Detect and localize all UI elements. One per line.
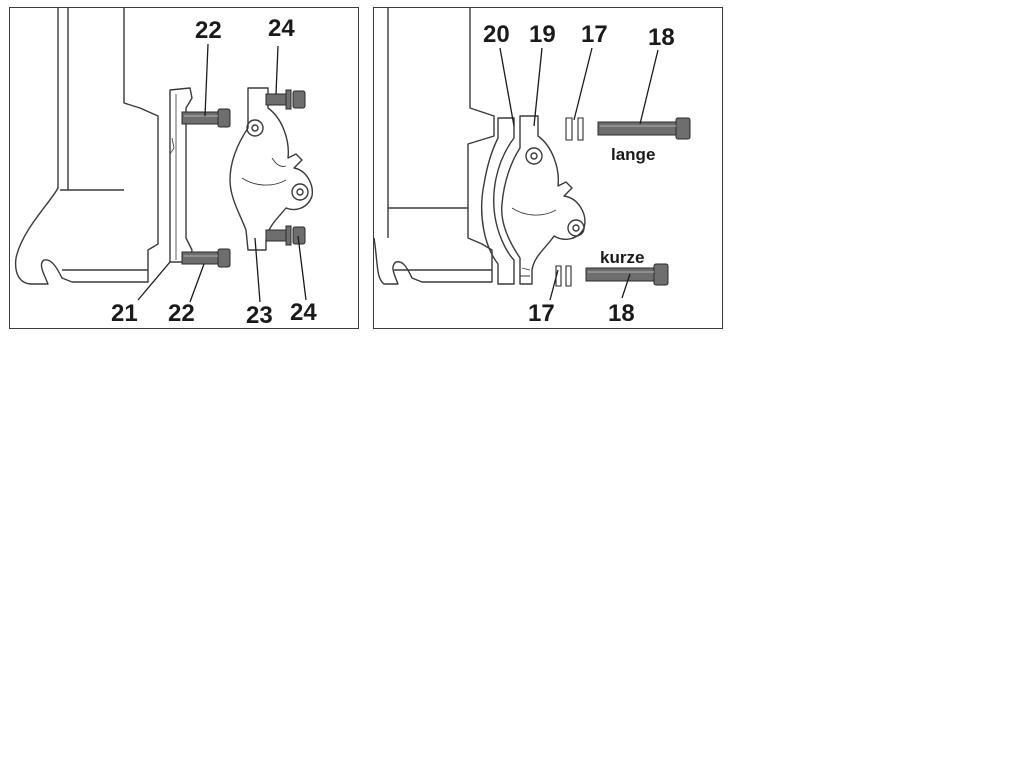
leader-21 (137, 261, 171, 301)
leader-18-short (621, 273, 631, 299)
leader-19 (533, 47, 543, 127)
callout-21: 21 (111, 300, 138, 327)
callout-22-top: 22 (195, 17, 222, 44)
callout-17-bottom: 17 (528, 300, 555, 327)
callout-18-short: 18 (608, 300, 635, 327)
left-diagram-drawing: 22 24 21 22 23 24 (14, 8, 317, 329)
washer-17-bottom (555, 265, 572, 287)
leader-18-long (639, 49, 659, 125)
leader-23 (254, 237, 261, 303)
diagram-panel-right: 20 19 17 18 17 18 lange kurze (373, 7, 723, 329)
adapter-bracket (169, 87, 193, 263)
adapter-curved (481, 117, 515, 285)
leader-17-bottom (549, 269, 559, 301)
bolt-18-long (597, 117, 691, 140)
fork-leg (374, 8, 495, 285)
diagram-panel-left: 22 24 21 22 23 24 (9, 7, 359, 329)
caliper-body (229, 87, 313, 251)
leader-24-bottom (297, 235, 307, 301)
caliper-body (501, 115, 586, 285)
callout-19: 19 (529, 21, 556, 48)
screw-24-top (265, 89, 306, 110)
bolt-18-short (585, 263, 669, 286)
callout-22-bottom: 22 (168, 300, 195, 327)
bolt-22-top (181, 108, 231, 128)
right-diagram-drawing: 20 19 17 18 17 18 lange kurze (374, 8, 691, 327)
leader-17-top (573, 47, 593, 121)
washer-17-top (565, 117, 584, 141)
callout-24-bottom: 24 (290, 299, 317, 326)
callout-17-top: 17 (581, 21, 608, 48)
callout-18-long: 18 (648, 24, 675, 51)
screw-24-bottom (265, 225, 306, 246)
leader-22-bottom (189, 263, 205, 303)
leader-20 (499, 47, 515, 127)
fork-leg (14, 8, 159, 285)
label-short: kurze (600, 248, 644, 267)
callout-24-top: 24 (268, 15, 295, 42)
leader-24-top (275, 45, 279, 95)
callout-23: 23 (246, 302, 273, 329)
label-long: lange (611, 145, 655, 164)
leader-22-top (204, 43, 209, 117)
callout-20: 20 (483, 21, 510, 48)
bolt-22-bottom (181, 248, 231, 268)
